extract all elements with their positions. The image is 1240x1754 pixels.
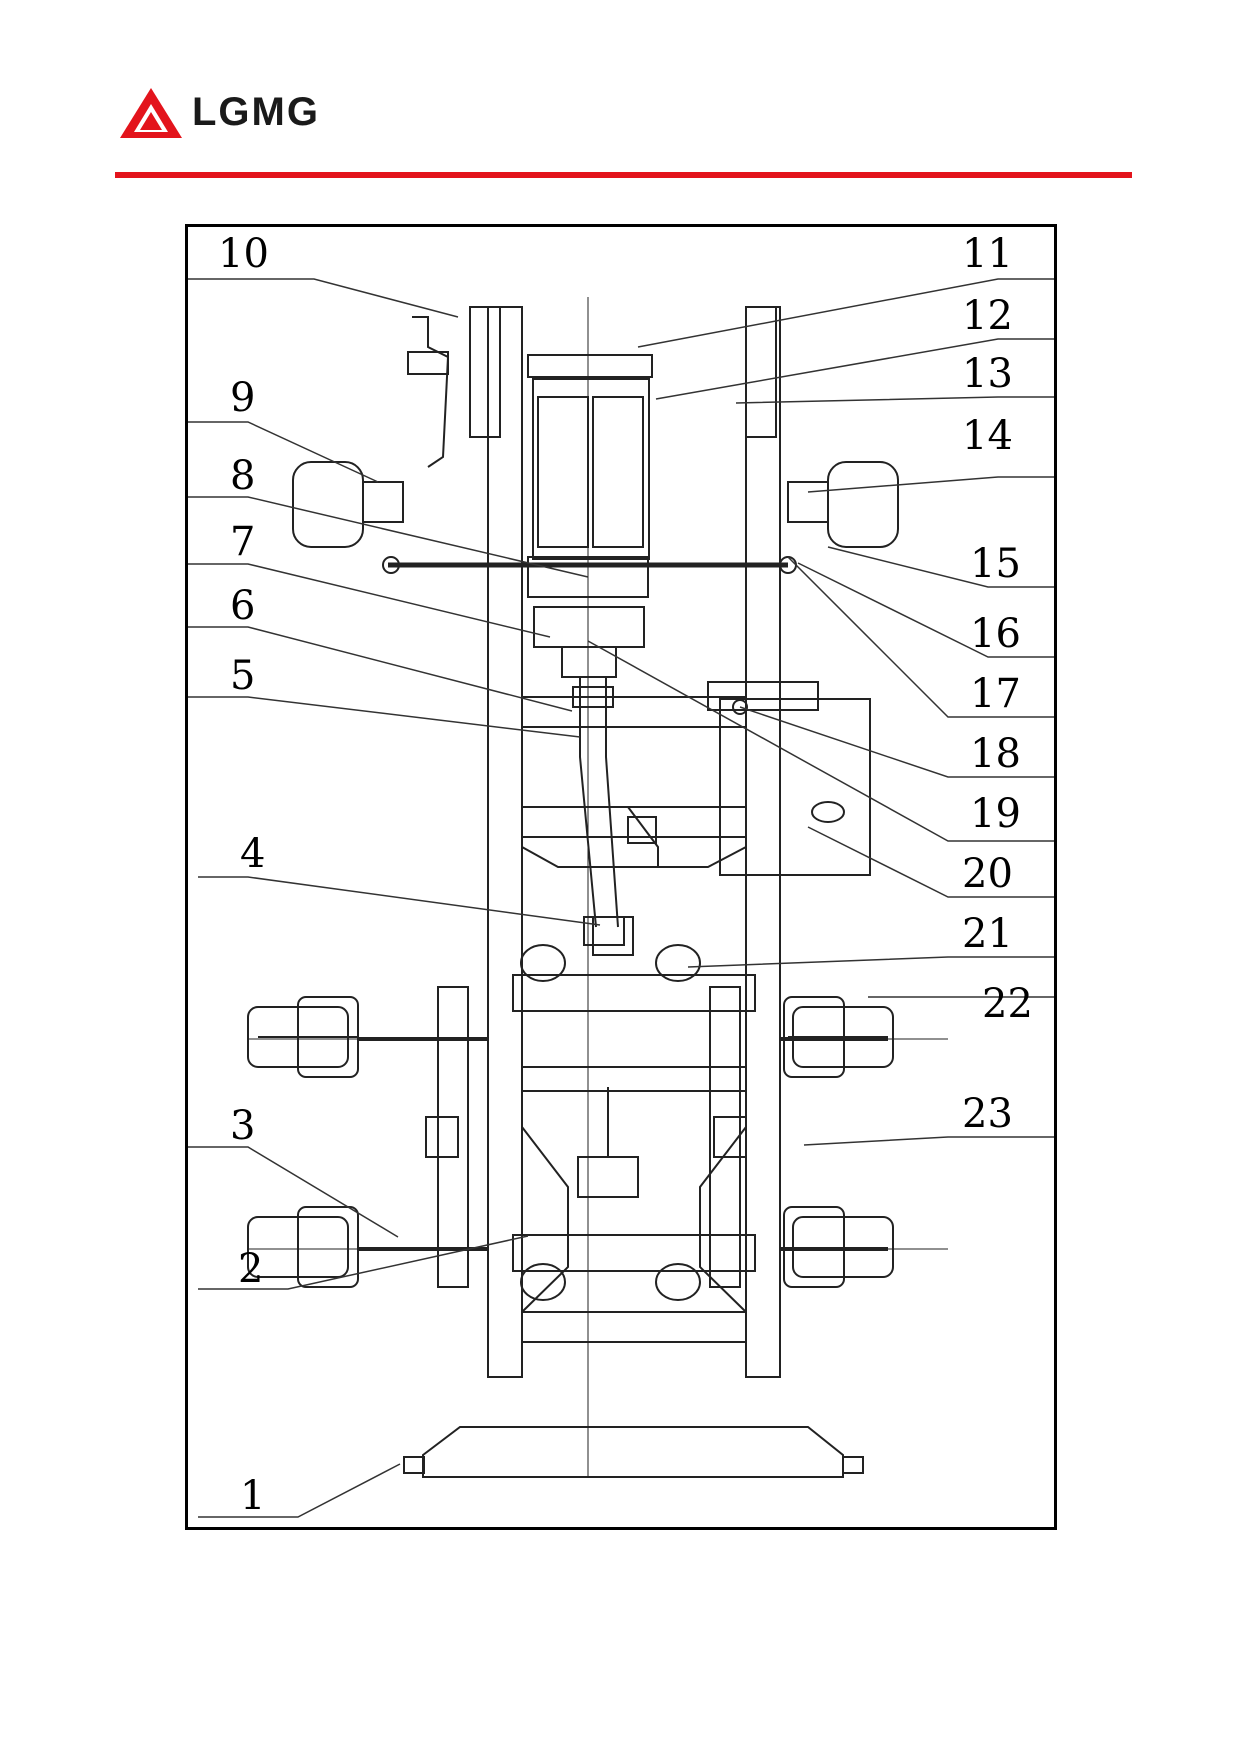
callout-3: 3 — [230, 1103, 255, 1149]
chassis-drawing: 10 9 8 7 6 5 4 3 2 1 11 12 13 14 15 16 1… — [188, 231, 1054, 1519]
radiator — [527, 354, 653, 378]
logo-mark-icon — [120, 88, 182, 138]
engine — [532, 378, 650, 560]
callout-12: 12 — [962, 293, 1013, 339]
callout-17: 17 — [970, 671, 1021, 717]
callout-7: 7 — [230, 519, 255, 565]
chassis-diagram: 10 9 8 7 6 5 4 3 2 1 11 12 13 14 15 16 1… — [185, 224, 1057, 1530]
cross-member — [521, 696, 747, 728]
callout-6: 6 — [230, 583, 255, 629]
callout-10: 10 — [218, 231, 269, 277]
right-leaf-spring — [709, 986, 741, 1288]
callout-9: 9 — [230, 375, 255, 421]
callout-20: 20 — [962, 851, 1013, 897]
callout-4: 4 — [240, 831, 265, 877]
callout-22: 22 — [982, 981, 1033, 1027]
page-header: LGMG — [0, 0, 1240, 190]
callout-13: 13 — [962, 351, 1013, 397]
left-leaf-spring — [437, 986, 469, 1288]
mid-axle-housing — [512, 974, 756, 1012]
callout-2: 2 — [238, 1246, 263, 1292]
left-frame-rail — [487, 306, 523, 1378]
rear-beam — [422, 1426, 844, 1478]
callout-18: 18 — [970, 731, 1021, 777]
front-right-wheel — [827, 461, 899, 548]
callout-21: 21 — [962, 911, 1013, 957]
callout-8: 8 — [230, 453, 255, 499]
callout-19: 19 — [970, 791, 1021, 837]
rear-axle-housing — [512, 1234, 756, 1272]
lgmg-logo: LGMG — [118, 86, 358, 146]
logo-text: LGMG — [192, 90, 320, 134]
callout-14: 14 — [962, 413, 1013, 459]
right-frame-rail — [745, 306, 781, 1378]
callout-1: 1 — [240, 1473, 265, 1519]
fuel-tank — [719, 698, 871, 876]
callout-15: 15 — [970, 541, 1021, 587]
header-rule — [115, 172, 1132, 178]
front-left-wheel — [292, 461, 364, 548]
callout-16: 16 — [970, 611, 1021, 657]
callout-5: 5 — [230, 653, 255, 699]
cross-tube — [707, 681, 819, 711]
callout-11: 11 — [962, 231, 1013, 277]
drive-shaft — [579, 677, 619, 928]
callout-23: 23 — [962, 1091, 1013, 1137]
